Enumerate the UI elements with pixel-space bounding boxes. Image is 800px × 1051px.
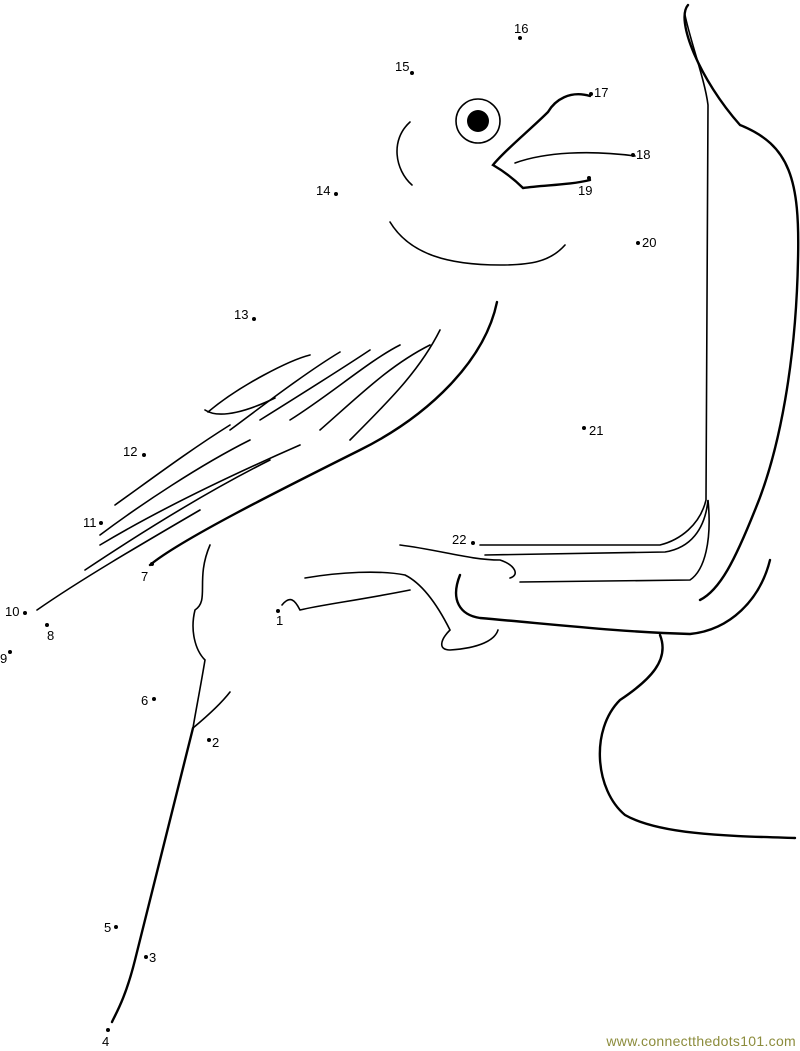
dot-2[interactable]	[207, 738, 211, 742]
dot-label-21: 21	[589, 423, 603, 438]
bird-tail	[36, 509, 201, 611]
dot-1[interactable]	[276, 609, 280, 613]
chair-arm	[484, 499, 710, 583]
dot-13[interactable]	[252, 317, 256, 321]
dot-label-6: 6	[141, 693, 148, 708]
dot-label-11: 11	[83, 515, 97, 530]
bird-eye-ring	[455, 98, 501, 144]
dot-label-20: 20	[642, 235, 656, 250]
dot-label-14: 14	[316, 183, 330, 198]
dot-8[interactable]	[45, 623, 49, 627]
dot-label-9: 9	[0, 651, 7, 666]
bird-beak	[491, 93, 592, 190]
dot-label-22: 22	[452, 532, 466, 547]
dot-label-19: 19	[578, 183, 592, 198]
chair-base	[598, 633, 797, 840]
bird-leg	[191, 544, 231, 730]
bird-foot	[281, 544, 516, 651]
chair-back	[683, 3, 800, 602]
dots: 1 2 3 4 5 6 7 8 9 10 11 12 13 14 15 16 1…	[0, 21, 656, 1049]
dot-label-5: 5	[104, 920, 111, 935]
dot-label-13: 13	[234, 307, 248, 322]
dot-label-18: 18	[636, 147, 650, 162]
chair-seat	[454, 558, 772, 636]
dot-14[interactable]	[334, 192, 338, 196]
dot-label-15: 15	[395, 59, 409, 74]
dot-19[interactable]	[587, 176, 591, 180]
dot-6[interactable]	[152, 697, 156, 701]
dot-22[interactable]	[471, 541, 475, 545]
dot-16[interactable]	[518, 36, 522, 40]
dot-label-7: 7	[141, 569, 148, 584]
dot-18[interactable]	[631, 153, 635, 157]
bird-eye-pupil	[467, 110, 489, 132]
dot-label-12: 12	[123, 444, 137, 459]
dot-12[interactable]	[142, 453, 146, 457]
bird-beak-line	[514, 151, 636, 164]
dot-20[interactable]	[636, 241, 640, 245]
dot-label-2: 2	[212, 735, 219, 750]
dot-3[interactable]	[144, 955, 148, 959]
wing-feathers	[84, 329, 441, 571]
dot-10[interactable]	[23, 611, 27, 615]
dot-7[interactable]	[150, 562, 154, 566]
watermark: www.connectthedots101.com	[606, 1033, 796, 1049]
dot-21[interactable]	[582, 426, 586, 430]
bird-head-back	[396, 121, 413, 186]
dot-label-10: 10	[5, 604, 19, 619]
dot-label-17: 17	[594, 85, 608, 100]
dot-9[interactable]	[8, 650, 12, 654]
dot-label-4: 4	[102, 1034, 109, 1049]
dot-4[interactable]	[106, 1028, 110, 1032]
dot-label-1: 1	[276, 613, 283, 628]
dot-label-8: 8	[47, 628, 54, 643]
bird-breast	[148, 300, 499, 567]
dot-label-3: 3	[149, 950, 156, 965]
dot-15[interactable]	[410, 71, 414, 75]
dot-11[interactable]	[99, 521, 103, 525]
perch-branch	[110, 726, 195, 1024]
dot-17[interactable]	[589, 92, 593, 96]
dot-5[interactable]	[114, 925, 118, 929]
chair-back-inner	[479, 14, 709, 546]
dot-label-16: 16	[514, 21, 528, 36]
bird-throat	[389, 221, 566, 266]
